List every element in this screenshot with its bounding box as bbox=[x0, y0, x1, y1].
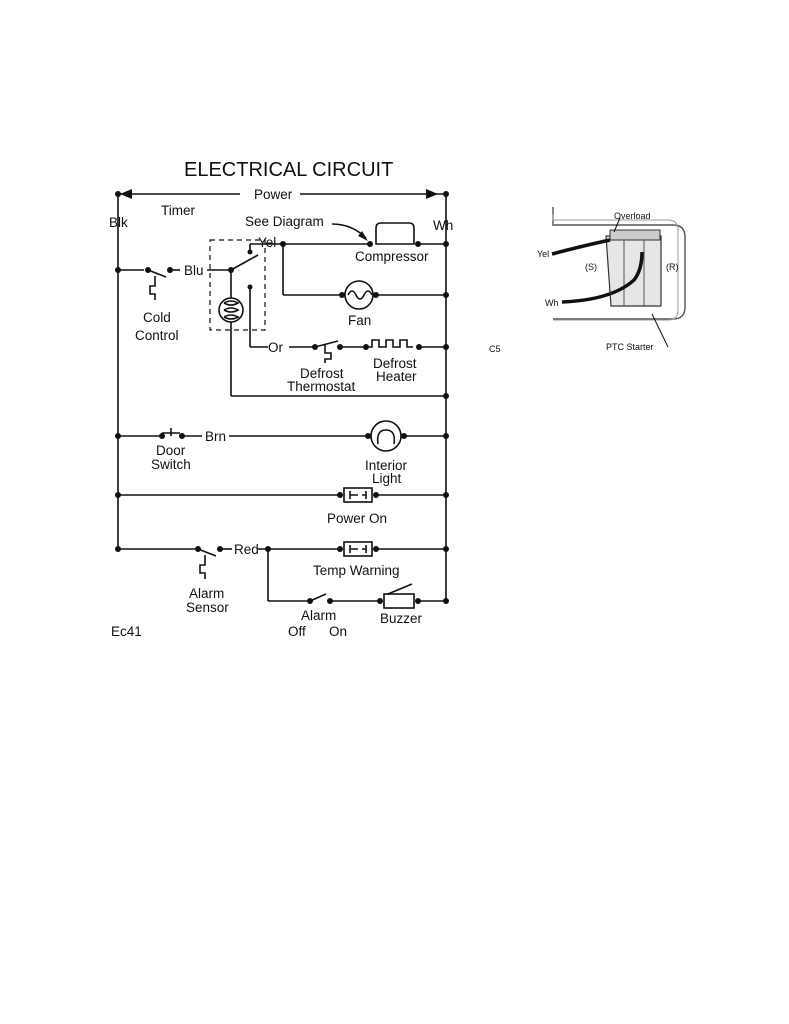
temp-warning-lamp-symbol bbox=[343, 541, 373, 557]
alarm-off-label: Off bbox=[288, 624, 306, 639]
defrost-heater-label-1: Defrost bbox=[373, 356, 417, 371]
power-on-label: Power On bbox=[327, 511, 387, 526]
defrost-thermostat-label-2: Thermostat bbox=[287, 379, 356, 394]
door-switch-label-1: Door bbox=[156, 443, 186, 458]
cold-control-switch bbox=[147, 269, 167, 278]
see-diagram-label: See Diagram bbox=[245, 214, 324, 229]
alarm-switch bbox=[309, 593, 327, 602]
door-switch-label-2: Switch bbox=[151, 457, 191, 472]
figure-reference: C5 bbox=[489, 344, 501, 354]
blu-label: Blu bbox=[184, 263, 204, 278]
buzzer-symbol bbox=[383, 583, 415, 609]
timer-enclosure bbox=[209, 239, 266, 331]
fan-label: Fan bbox=[348, 313, 371, 328]
cold-control-bulb bbox=[149, 276, 156, 300]
inset-overload-label: Overload bbox=[614, 211, 651, 221]
interior-light-label-2: Light bbox=[372, 471, 402, 486]
inset-wh-label: Wh bbox=[545, 298, 559, 308]
diagram-code: Ec41 bbox=[111, 624, 142, 639]
inset-s-label: (S) bbox=[585, 262, 597, 272]
timer-switch-arm bbox=[230, 254, 259, 271]
alarm-sensor-switch bbox=[197, 548, 217, 557]
timer-motor-symbol bbox=[218, 297, 244, 323]
power-label: Power bbox=[254, 187, 293, 202]
yel-label: Yel bbox=[258, 235, 276, 250]
alarm-sensor-label-1: Alarm bbox=[189, 586, 224, 601]
inset-r-label: (R) bbox=[666, 262, 679, 272]
compressor-label: Compressor bbox=[355, 249, 429, 264]
defrost-heater-label-2: Heater bbox=[376, 369, 417, 384]
red-label: Red bbox=[234, 542, 259, 557]
temp-warning-label: Temp Warning bbox=[313, 563, 400, 578]
cold-control-label-2: Control bbox=[135, 328, 179, 343]
or-label: Or bbox=[268, 340, 284, 355]
power-arrow bbox=[115, 189, 449, 199]
compressor-symbol bbox=[375, 222, 415, 245]
interior-light-label-1: Interior bbox=[365, 458, 408, 473]
fan-symbol bbox=[344, 280, 374, 310]
door-switch-symbol bbox=[162, 428, 180, 436]
diagram-title: ELECTRICAL CIRCUIT bbox=[184, 159, 393, 181]
alarm-on-label: On bbox=[329, 624, 347, 639]
cold-control-label-1: Cold bbox=[143, 310, 171, 325]
defrost-heater-symbol bbox=[366, 339, 413, 348]
inset-yel-label: Yel bbox=[537, 249, 549, 259]
alarm-label: Alarm bbox=[301, 608, 336, 623]
interior-light-symbol bbox=[370, 420, 402, 452]
defrost-thermostat-switch bbox=[314, 340, 339, 348]
brn-label: Brn bbox=[205, 429, 226, 444]
power-on-lamp-symbol bbox=[343, 487, 373, 503]
ptc-starter-inset bbox=[551, 207, 686, 348]
defrost-thermostat-label-1: Defrost bbox=[300, 366, 344, 381]
buzzer-label: Buzzer bbox=[380, 611, 423, 626]
timer-label: Timer bbox=[161, 203, 195, 218]
alarm-sensor-label-2: Sensor bbox=[186, 600, 229, 615]
inset-ptc-starter-label: PTC Starter bbox=[606, 342, 654, 352]
wh-label: Wh bbox=[433, 218, 453, 233]
